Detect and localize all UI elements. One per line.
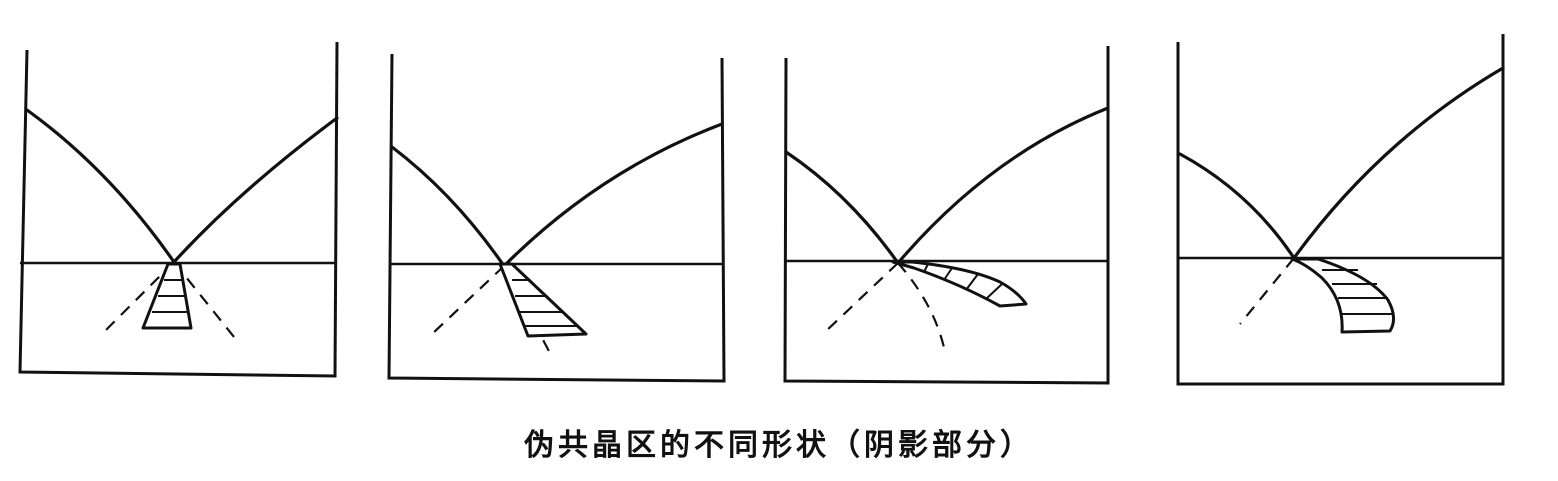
panel-4 bbox=[1176, 34, 1505, 386]
panel-1 bbox=[18, 41, 339, 378]
panel-3-right-liquidus bbox=[896, 106, 1110, 265]
panel-2-left-liquidus bbox=[390, 145, 506, 268]
panel-2-shaded-zone bbox=[498, 262, 588, 338]
panel-4-frame bbox=[1176, 34, 1505, 386]
panel-4-left-liquidus bbox=[1178, 152, 1296, 260]
panel-3-left-dashed-extension bbox=[824, 262, 899, 333]
panel-4-left-dashed-extension bbox=[1239, 257, 1295, 325]
panel-1-left-dashed-extension bbox=[103, 261, 175, 333]
panel-1-right-liquidus bbox=[172, 116, 339, 264]
panel-3-hatch bbox=[985, 283, 1003, 300]
panel-1-frame bbox=[18, 41, 339, 378]
panel-4-right-liquidus bbox=[1292, 66, 1505, 260]
panel-1-right-dashed-extension bbox=[173, 261, 239, 343]
panel-2-right-liquidus bbox=[502, 122, 724, 268]
panel-3-frame bbox=[783, 46, 1110, 385]
panel-3-right-dashed-extension bbox=[897, 262, 947, 353]
panel-3-shaded-zone bbox=[891, 260, 1028, 308]
panel-2-left-dashed-extension bbox=[430, 265, 505, 336]
panel-2 bbox=[387, 53, 726, 383]
panel-1-left-liquidus bbox=[25, 108, 176, 264]
figure-caption: 伪共晶区的不同形状（阴影部分） bbox=[524, 428, 1034, 463]
panel-2-frame bbox=[387, 53, 726, 383]
panel-3 bbox=[783, 46, 1110, 385]
panel-3-hatch bbox=[943, 267, 953, 281]
panel-3-left-liquidus bbox=[784, 150, 900, 265]
panel-3-hatch bbox=[965, 273, 979, 291]
panel-3-hatch bbox=[923, 263, 929, 273]
